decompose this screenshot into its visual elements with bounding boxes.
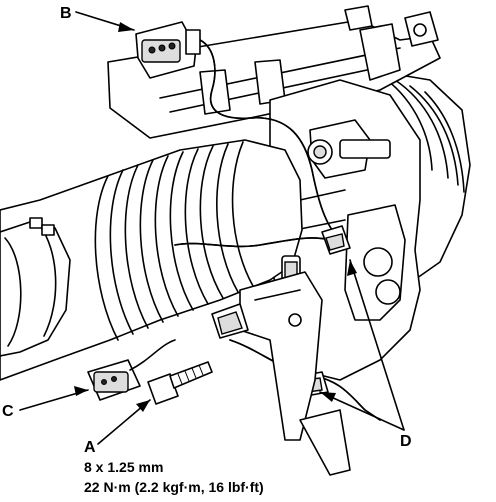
callout-b: B — [60, 5, 72, 22]
bolt-a — [147, 361, 213, 405]
harness-clamp-upper — [321, 225, 351, 255]
lower-bracket — [239, 271, 351, 476]
connector-c — [87, 339, 176, 401]
connector-b — [135, 21, 201, 79]
callout-c: C — [2, 403, 14, 420]
callout-d: D — [400, 433, 412, 450]
callout-a: A — [84, 439, 96, 456]
flex-pipe-ridges — [94, 141, 254, 341]
leader-lines — [19, 11, 405, 445]
harness-clip — [211, 303, 249, 339]
exhaust-flex-pipe — [0, 139, 303, 381]
bolt-torque-spec: 22 N·m (2.2 kgf·m, 16 lbf·ft) — [84, 479, 264, 495]
bolt-thread-spec: 8 x 1.25 mm — [84, 459, 163, 475]
